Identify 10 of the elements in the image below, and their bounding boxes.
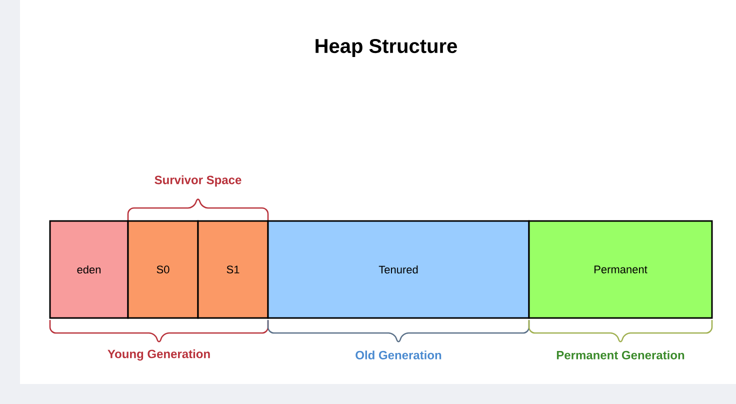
memory-region: Tenured: [267, 220, 530, 319]
group-label: Survivor Space: [154, 175, 242, 187]
group-label: Permanent Generation: [556, 350, 684, 360]
memory-region: S0: [127, 220, 199, 319]
memory-region: eden: [49, 220, 129, 319]
memory-region: Permanent: [528, 220, 713, 319]
group-label: Old Generation: [356, 350, 442, 360]
title: Heap Structure: [316, 38, 457, 58]
group-label: Young Generation: [108, 349, 210, 361]
memory-region: S1: [197, 220, 269, 319]
